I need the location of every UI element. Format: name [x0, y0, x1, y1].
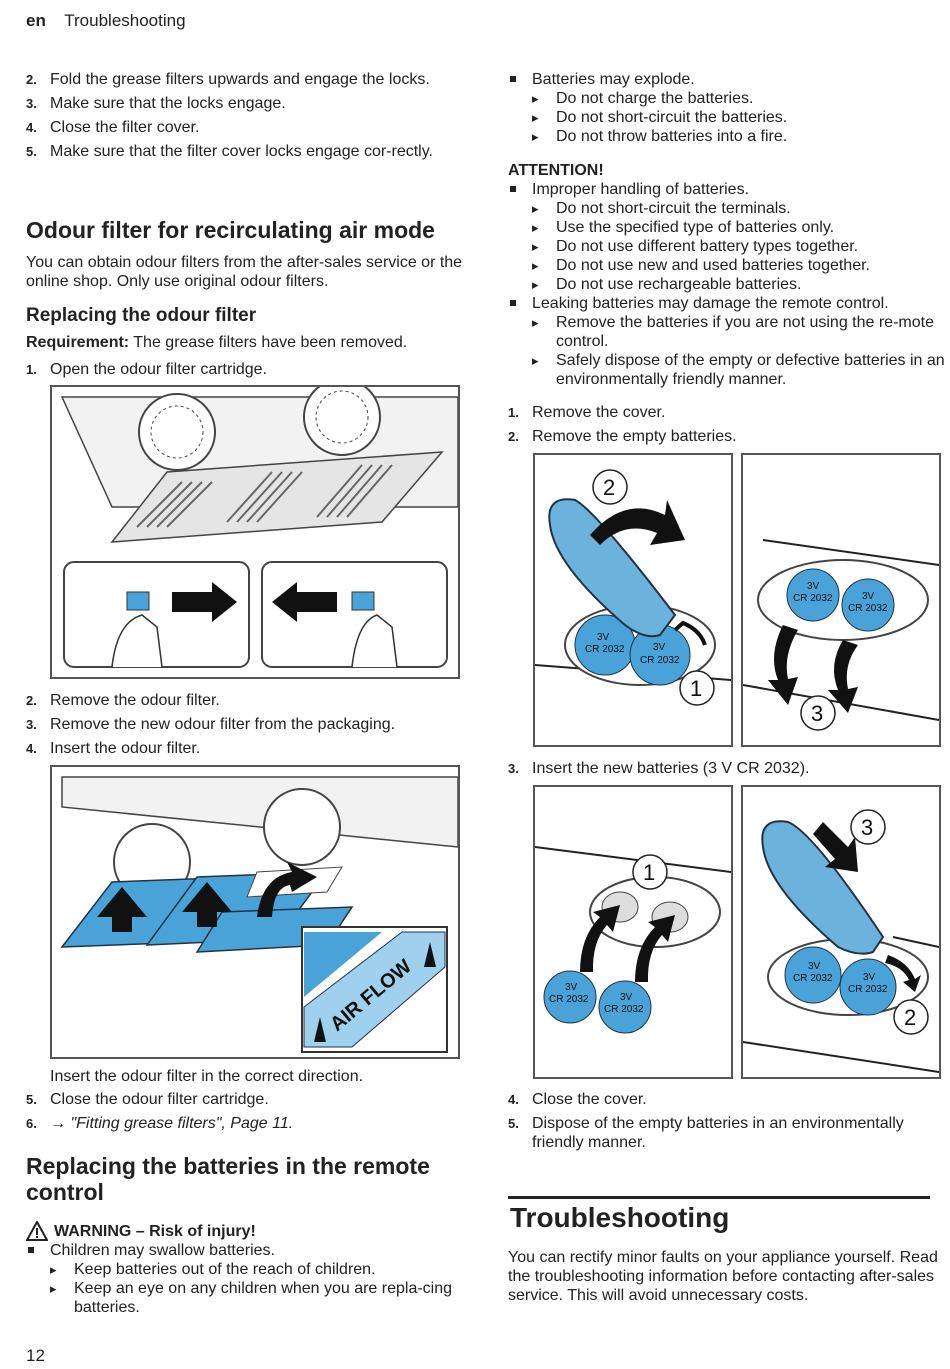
step-item: 4.Close the cover.: [508, 1091, 647, 1108]
replace-odour-heading: Replacing the odour filter: [26, 305, 257, 326]
remove-cover-illustration: 3V CR 2032 3V CR 2032 2 1: [535, 469, 731, 706]
cross-reference-link[interactable]: 6.→ "Fitting grease filters", Page 11.: [26, 1115, 294, 1132]
odour-cartridge-figure: [50, 385, 460, 679]
step-item: 4.Insert the odour filter.: [26, 740, 201, 757]
warning-title: WARNING – Risk of injury!: [26, 1221, 466, 1241]
insert-filter-illustration: AIR FLOW: [60, 776, 458, 1053]
steps-mid: 2.Remove the odour filter. 3.Remove the …: [26, 691, 466, 758]
step-item: 1.Remove the cover.: [508, 404, 666, 421]
leaking-arrow-item: Remove the batteries if you are not usin…: [508, 313, 948, 351]
cartridge-illustration: [60, 387, 458, 668]
batteries-heading: Replacing the batteries in the remote co…: [26, 1153, 430, 1205]
troubleshooting-text: You can rectify minor faults on your app…: [508, 1249, 938, 1304]
improper-bullet: Improper handling of batteries.: [508, 180, 948, 199]
close-cover-figure: 3V CR 2032 3V CR 2032 3 2: [741, 785, 941, 1079]
leaking-arrow-item: Safely dispose of the empty or defective…: [508, 351, 948, 389]
warning-triangle-icon: [26, 1221, 48, 1241]
step-item: 4.Close the filter cover.: [26, 119, 200, 136]
remove-batteries-illustration: 3V CR 2032 3V CR 2032 3: [743, 539, 939, 731]
running-header: en Troubleshooting: [26, 11, 186, 31]
callout-number: 3: [811, 701, 823, 726]
insert-note: Insert the odour filter in the correct d…: [50, 1068, 364, 1085]
steps-b: 4.Close the cover. 5.Dispose of the empt…: [508, 1090, 948, 1152]
improper-arrow-item: Do not use rechargeable batteries.: [508, 275, 948, 294]
battery-label: CR 2032: [604, 1004, 644, 1015]
insert-batteries-figure: 3V CR 2032 3V CR 2032 1: [533, 785, 733, 1079]
improper-arrow-item: Do not use new and used batteries togeth…: [508, 256, 948, 275]
leaking-bullet: Leaking batteries may damage the remote …: [508, 294, 948, 313]
battery-label: 3V: [863, 972, 876, 983]
battery-label: 3V: [620, 992, 633, 1003]
step-item: 2.Remove the odour filter.: [26, 692, 220, 709]
callout-number: 1: [690, 676, 702, 701]
section-title: Troubleshooting: [64, 11, 186, 30]
battery-label: 3V: [807, 581, 820, 592]
step-item: 3.Make sure that the locks engage.: [26, 95, 286, 112]
insert-batteries-illustration: 3V CR 2032 3V CR 2032 1: [535, 846, 731, 1034]
page-number: 12: [26, 1346, 45, 1365]
explode-block: Batteries may explode. Do not charge the…: [508, 70, 948, 146]
insert-filter-figure: AIR FLOW: [50, 765, 460, 1059]
improper-arrow-item: Do not use different battery types toget…: [508, 237, 948, 256]
troubleshooting-heading: Troubleshooting: [510, 1202, 730, 1233]
close-cover-illustration: 3V CR 2032 3V CR 2032 3 2: [743, 809, 939, 1073]
requirement-label: Requirement:: [26, 334, 130, 351]
remove-cover-figure: 3V CR 2032 3V CR 2032 2 1: [533, 453, 733, 747]
battery-label: CR 2032: [848, 603, 888, 614]
section-divider: [508, 1196, 930, 1199]
step-item: 3.Remove the new odour filter from the p…: [26, 716, 396, 733]
battery-label: 3V: [565, 982, 578, 993]
step-item: 1.Open the odour filter cartridge.: [26, 361, 268, 378]
step-item: 3.Insert the new batteries (3 V CR 2032)…: [508, 760, 810, 777]
step-item: 2.Remove the empty batteries.: [508, 428, 737, 445]
callout-number: 2: [904, 1005, 916, 1030]
battery-label: CR 2032: [549, 994, 589, 1005]
odour-filter-heading: Odour filter for recirculating air mode: [26, 217, 435, 243]
battery-label: 3V: [597, 632, 610, 643]
warning-block: WARNING – Risk of injury! Children may s…: [26, 1221, 466, 1317]
battery-label: CR 2032: [585, 644, 625, 655]
steps-top: 2.Fold the grease filters upwards and en…: [26, 70, 466, 161]
step-item: 5.Close the odour filter cartridge.: [26, 1091, 269, 1108]
odour-intro: You can obtain odour filters from the af…: [26, 254, 463, 290]
remove-batteries-figure: 3V CR 2032 3V CR 2032 3: [741, 453, 941, 747]
warning-arrow-item: Keep batteries out of the reach of child…: [26, 1260, 466, 1279]
attention-block: ATTENTION! Improper handling of batterie…: [508, 161, 948, 389]
callout-number: 3: [861, 815, 873, 840]
callout-number: 1: [643, 860, 655, 885]
battery-label: 3V: [808, 961, 821, 972]
battery-label: CR 2032: [793, 593, 833, 604]
explode-arrow-item: Do not throw batteries into a fire.: [508, 127, 948, 146]
improper-arrow-item: Do not short-circuit the terminals.: [508, 199, 948, 218]
battery-label: CR 2032: [848, 984, 888, 995]
battery-label: 3V: [862, 591, 875, 602]
warning-bullet: Children may swallow batteries.: [26, 1241, 466, 1260]
explode-bullet: Batteries may explode.: [508, 70, 948, 89]
battery-label: CR 2032: [793, 973, 833, 984]
steps-a: 1.Remove the cover. 2.Remove the empty b…: [508, 403, 948, 446]
requirement: Requirement: The grease filters have bee…: [26, 333, 466, 352]
requirement-text: The grease filters have been removed.: [133, 334, 408, 351]
step-item: 5.Dispose of the empty batteries in an e…: [508, 1115, 904, 1151]
steps-end: 5.Close the odour filter cartridge. 6.→ …: [26, 1090, 466, 1133]
language-code: en: [26, 11, 46, 30]
step-item: 5.Make sure that the filter cover locks …: [26, 143, 433, 160]
battery-label: 3V: [653, 642, 666, 653]
step-item: 2.Fold the grease filters upwards and en…: [26, 71, 430, 88]
callout-number: 2: [603, 475, 615, 500]
explode-arrow-item: Do not short-circuit the batteries.: [508, 108, 948, 127]
battery-label: CR 2032: [640, 655, 680, 666]
improper-arrow-item: Use the specified type of batteries only…: [508, 218, 948, 237]
attention-title: ATTENTION!: [508, 162, 604, 179]
explode-arrow-item: Do not charge the batteries.: [508, 89, 948, 108]
warning-arrow-item: Keep an eye on any children when you are…: [26, 1279, 466, 1317]
